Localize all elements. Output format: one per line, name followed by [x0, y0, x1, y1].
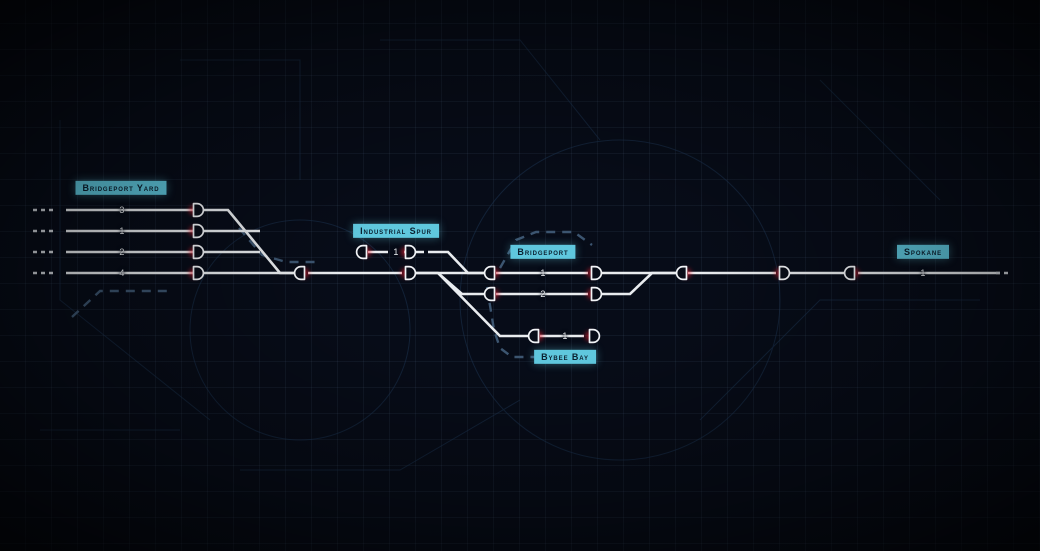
signal-left-danger[interactable]	[843, 265, 860, 281]
signal-left-danger[interactable]	[355, 244, 372, 260]
signal-right-danger[interactable]	[400, 265, 417, 281]
signal-right-danger[interactable]	[586, 286, 603, 302]
signal-head	[527, 328, 540, 344]
signal-head	[355, 244, 368, 260]
signal-left-danger[interactable]	[675, 265, 692, 281]
signal-head	[483, 286, 496, 302]
track-number-yard-track-2: 2	[119, 247, 125, 257]
track-number-yard-track-3: 3	[119, 205, 125, 215]
signal-right-danger[interactable]	[188, 244, 205, 260]
signal-head	[483, 265, 496, 281]
spur-to-main	[428, 250, 488, 275]
signal-right-danger[interactable]	[584, 328, 601, 344]
place-label-spokane[interactable]: Spokane	[897, 244, 949, 260]
signal-head	[588, 328, 601, 344]
main-to-track2	[414, 271, 488, 296]
signal-head	[192, 265, 205, 281]
signal-right-danger[interactable]	[586, 265, 603, 281]
track-number-spokane-track-1: 1	[920, 268, 926, 278]
signal-head	[404, 244, 417, 260]
signal-head	[843, 265, 856, 281]
signal-head	[293, 265, 306, 281]
signal-left-danger[interactable]	[483, 286, 500, 302]
signal-head	[192, 244, 205, 260]
track-number-yard-track-4: 4	[119, 268, 125, 278]
place-label-bridgeport-yard[interactable]: Bridgeport Yard	[75, 180, 167, 196]
place-label-bybee-bay[interactable]: Bybee Bay	[534, 349, 596, 365]
bridgeport-2-east	[600, 271, 680, 296]
place-label-bridgeport[interactable]: Bridgeport	[510, 244, 576, 260]
signal-head	[675, 265, 688, 281]
signal-right-danger[interactable]	[188, 223, 205, 239]
yard-3-to-main	[200, 208, 296, 275]
signal-head	[590, 265, 603, 281]
signal-right-danger[interactable]	[774, 265, 791, 281]
signal-right-danger[interactable]	[188, 265, 205, 281]
signal-right-danger[interactable]	[400, 244, 417, 260]
track-number-spur-track-1: 1	[393, 247, 399, 257]
signal-head	[590, 286, 603, 302]
signal-right-danger[interactable]	[188, 202, 205, 218]
signal-head	[192, 223, 205, 239]
track-number-bybee-track-1: 1	[562, 331, 568, 341]
main-to-bybee	[437, 272, 532, 338]
track-number-bridgeport-track-1: 1	[540, 268, 546, 278]
signal-left-danger[interactable]	[527, 328, 544, 344]
signal-left-danger[interactable]	[293, 265, 310, 281]
signal-head	[404, 265, 417, 281]
signal-head	[192, 202, 205, 218]
track-number-yard-track-1: 1	[119, 226, 125, 236]
signal-head	[778, 265, 791, 281]
place-label-industrial-spur[interactable]: Industrial Spur	[353, 223, 439, 239]
track-number-bridgeport-track-2: 2	[540, 289, 546, 299]
signal-left-danger[interactable]	[483, 265, 500, 281]
